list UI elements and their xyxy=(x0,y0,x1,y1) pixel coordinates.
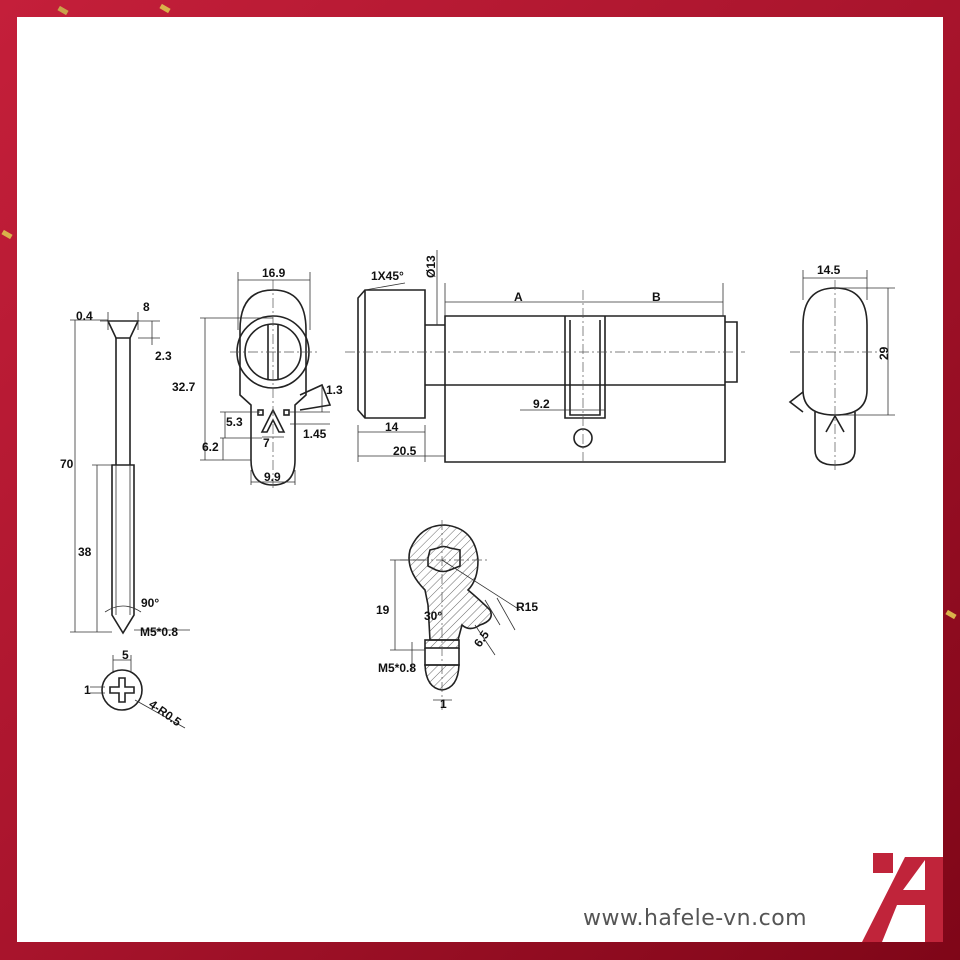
dim-mark-height: 5.3 xyxy=(226,415,243,429)
dim-head-gap: 0.4 xyxy=(76,309,93,323)
dim-cam-angle: 30° xyxy=(424,609,442,623)
drawing-panel xyxy=(17,17,943,942)
dim-length-b: B xyxy=(652,290,661,304)
dim-tip-angle: 90° xyxy=(141,596,159,610)
dim-head-width: 8 xyxy=(143,300,150,314)
dim-slot-width: 1 xyxy=(84,683,91,697)
dim-end-width: 14.5 xyxy=(817,263,841,277)
dim-cam-height: 19 xyxy=(376,603,390,617)
dim-end-diameter: 5 xyxy=(122,648,129,662)
cylinder-side-view: 1X45° Ø13 A B 9.2 14 20.5 xyxy=(345,250,745,465)
cam-detail-view: 19 30° R15 6.5 M5*0.8 1 xyxy=(376,520,538,711)
cylinder-end-view: 14.5 29 xyxy=(788,263,895,470)
dim-bottom-width: 9.9 xyxy=(264,470,281,484)
dim-length-a: A xyxy=(514,290,523,304)
dim-chamfer: 1X45° xyxy=(371,269,404,283)
dim-bottom-radius: 6.2 xyxy=(202,440,219,454)
dim-head-height: 2.3 xyxy=(155,349,172,363)
screw-end-view: 5 1 4-R0.5 xyxy=(84,648,186,729)
dim-mark-offset: 1.45 xyxy=(303,427,327,441)
dim-end-height: 29 xyxy=(877,346,891,360)
dim-knob-length: 14 xyxy=(385,420,399,434)
website-url[interactable]: www.hafele-vn.com xyxy=(583,906,808,931)
dim-front-width: 16.9 xyxy=(262,266,286,280)
dim-slot-radius: 4-R0.5 xyxy=(146,697,184,729)
screw-side-view: 70 38 0.4 8 2.3 90° M5*0.8 xyxy=(60,300,190,639)
dim-total-length: 70 xyxy=(60,457,74,471)
cylinder-front-view: 16.9 32.7 1.3 5.3 1.45 7 6.2 9.9 xyxy=(172,266,343,490)
dim-cam-radius: R15 xyxy=(516,600,538,614)
dim-cam-thread: M5*0.8 xyxy=(378,661,416,675)
dim-cam-width: 9.2 xyxy=(533,397,550,411)
dim-knob-diameter: Ø13 xyxy=(424,255,438,278)
dim-cam-offset: 1.3 xyxy=(326,383,343,397)
dim-cam-offset: 1 xyxy=(440,697,447,711)
dim-knob-total: 20.5 xyxy=(393,444,417,458)
dim-mark-width: 7 xyxy=(263,436,270,450)
dim-thread-length: 38 xyxy=(78,545,92,559)
dim-thread: M5*0.8 xyxy=(140,625,178,639)
hafele-logo xyxy=(862,853,943,942)
dim-front-height: 32.7 xyxy=(172,380,196,394)
